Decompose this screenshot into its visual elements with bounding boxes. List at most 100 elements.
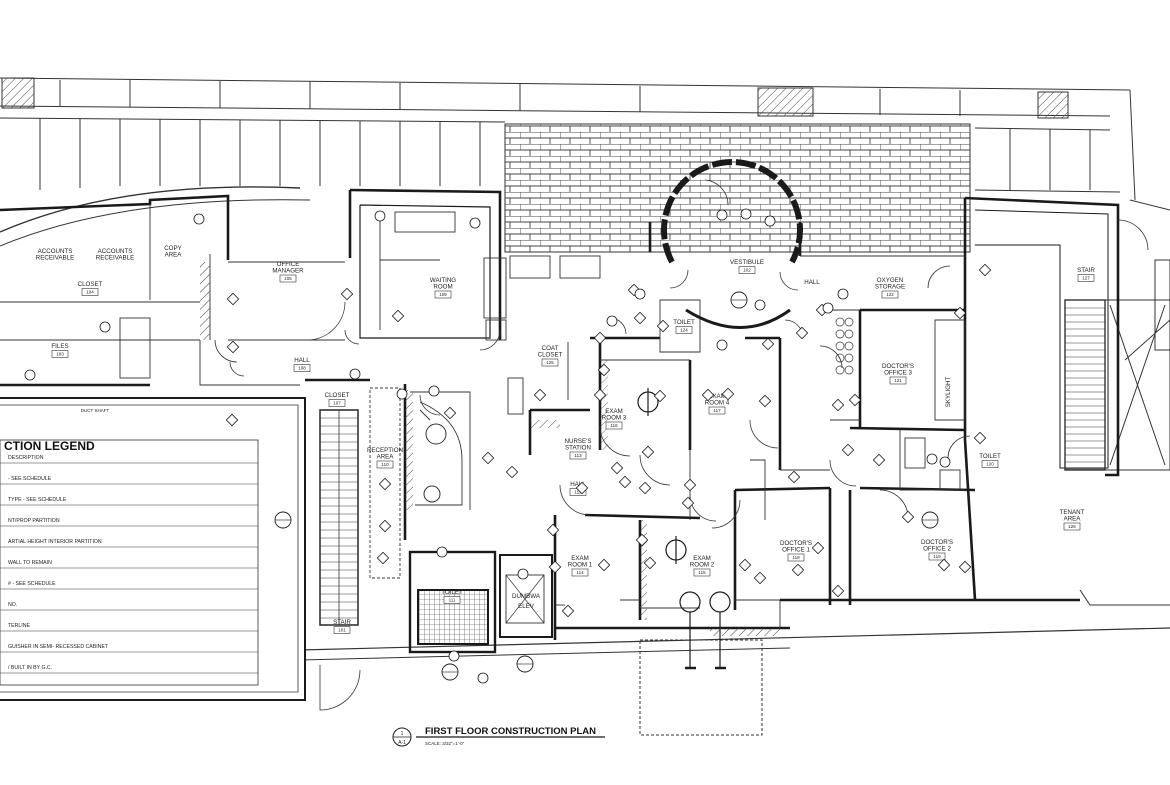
room-number-box [881,290,899,299]
room-number: 104 [86,290,94,295]
elevator-shaft [499,554,553,638]
room-number-box [541,358,559,367]
wall-hatch-a [200,262,210,340]
room-label-line: DOCTOR'S [882,363,914,370]
room-label-line: TOILET [673,319,695,326]
room-number: 111 [449,598,456,603]
room-number-box [293,364,311,372]
wall-hatch-d [640,520,647,620]
room-label-line: CLOSET [538,352,563,359]
room-label-line: AREA [1064,516,1082,523]
room-number-box [571,568,589,577]
brick-terrace [504,123,971,253]
plan-title: FIRST FLOOR CONSTRUCTION PLAN [425,726,596,737]
room-label-line: STORAGE [875,284,905,291]
vestibule-curved-wall [661,159,803,264]
room-vestibule: VESTIBULE 102 [730,259,764,274]
room-label-line: EXAM [605,408,623,415]
room-number-box [81,288,99,296]
room-label-line: OFFICE 3 [884,370,912,377]
room-number: 122 [886,292,894,297]
room-number: 113 [574,453,582,458]
room-number-box [279,274,297,283]
room-label-line: NURSE'S [565,438,592,445]
room-number: 127 [1082,276,1090,281]
room-label-line: ROOM 2 [690,562,715,569]
room-label-line: ROOM 4 [705,400,730,407]
wall-hatch-c [600,360,608,450]
stair-left-treads [319,409,359,626]
room-labels: ACCOUNTSRECEIVABLEACCOUNTSRECEIVABLECOPY… [36,245,1095,634]
legend-row-text: ARTIAL HEIGHT INTERIOR PARTITION [8,539,102,545]
room-number: 119 [933,554,941,559]
room-label-line: VESTIBULE [730,259,764,266]
legend-row-text: NT/PROP PARTITION [8,518,60,524]
wall-hatch-f [530,420,560,428]
door-swings [214,179,1149,711]
room-label-line: CLOSET [78,281,103,288]
plan-scale: SCALE: 3/32"=1'-0" [425,741,465,746]
room-number-box [787,553,805,562]
room-label-line: OXYGEN [877,277,903,284]
room-label-line: STAIR [333,619,351,626]
room-label-line: STAIR [1077,267,1095,274]
room-number: 126 [1068,524,1076,529]
room-number: 102 [743,268,751,273]
room-number: 109 [439,292,447,297]
room-number-box [1077,274,1095,282]
room-label-line: TOILET [979,453,1001,460]
reception-chair-1 [425,423,447,445]
wall-hatch-b [405,390,413,510]
site-linework [0,77,1170,736]
room-number-box [51,350,69,358]
room-number: 103 [56,352,64,357]
room-label-line: RECEPTION [367,447,403,454]
room-label-line: AREA [165,252,183,259]
legend-box [0,397,306,701]
room-label-line: CLOSET [325,392,350,399]
legend-row-text: GUISHER IN SEMI- RECESSED CABINET [8,644,109,650]
room-number: 125 [546,360,554,365]
room-label-line: RECEIVABLE [36,255,74,262]
room-number-box [1063,522,1081,531]
room-files: FILES 103 [51,343,69,358]
interior-linework [0,204,966,628]
room-number: 120 [986,462,994,467]
duct-shaft-label: DUCT SHAFT [81,408,110,413]
exterior-walls [0,188,1120,640]
room-label-line: HALL [804,279,820,286]
room-number: 121 [894,378,902,383]
room-closet-104: CLOSET 104 [78,281,103,296]
room-label-line: HALL [294,357,310,364]
room-label-line: DOCTOR'S [780,540,812,547]
room-label-line: FILES [51,343,68,350]
legend-rows: DESCRIPTION - SEE SCHEDULE TYPE - SEE SCHE… [8,455,109,671]
legend-row-text: DESCRIPTION [8,455,44,461]
room-number-box [434,290,452,299]
reception-chair-2 [423,485,441,503]
legend-row-text: TYPE - SEE SCHEDULE [8,497,67,503]
room-number: 110 [381,462,389,467]
legend-row-text: - SEE SCHEDULE [8,476,52,482]
room-number-box [981,460,999,468]
room-label-line: EXAM [708,393,726,400]
room-label-line: MANAGER [272,268,304,275]
legend-row-text: WALL TO REMAIN [8,560,52,566]
room-label-line: DOCTOR'S [921,539,953,546]
wall-hatch-e [710,628,780,636]
